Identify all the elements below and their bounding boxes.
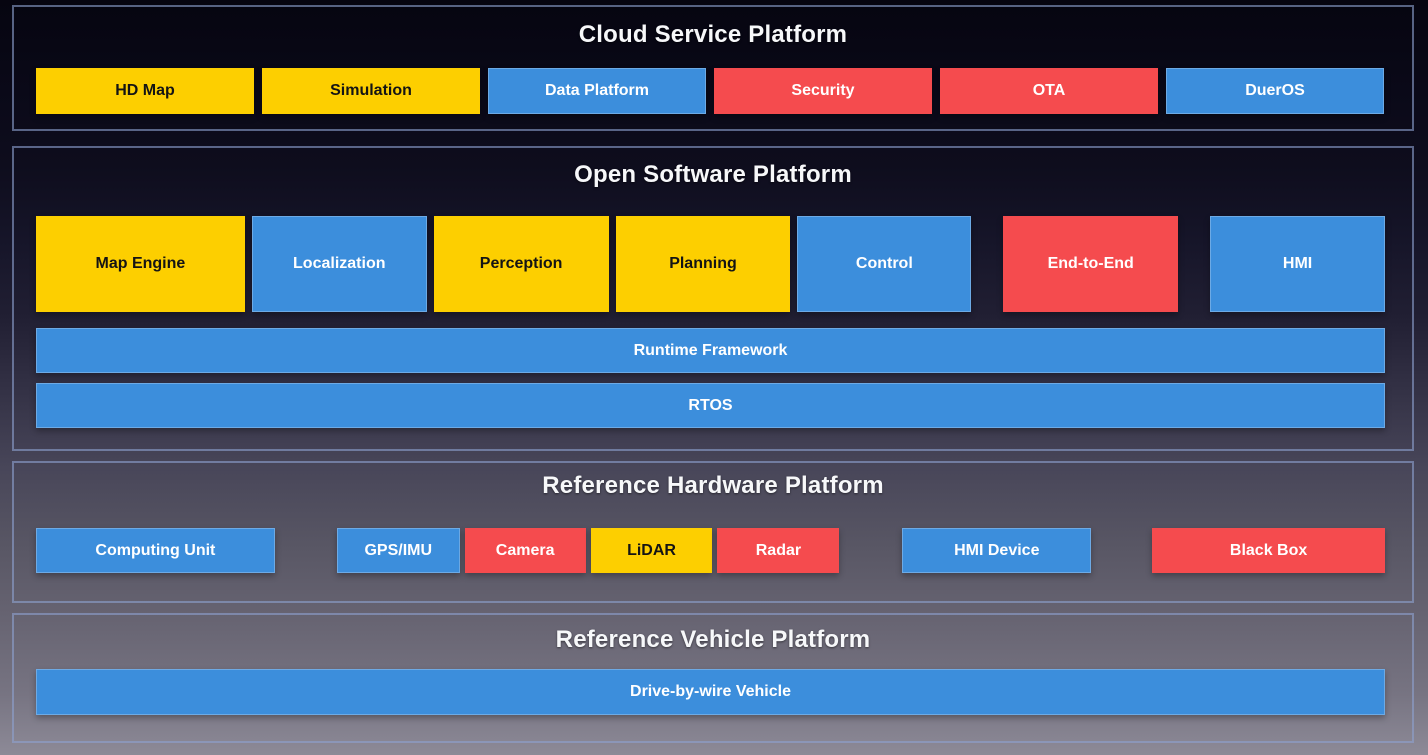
block-drive-by-wire-vehicle: Drive-by-wire Vehicle bbox=[36, 669, 1385, 715]
block-radar: Radar bbox=[717, 528, 840, 573]
block-runtime-framework: Runtime Framework bbox=[36, 328, 1385, 373]
block-end-to-end: End-to-End bbox=[1003, 216, 1179, 312]
reference-vehicle-platform-title: Reference Vehicle Platform bbox=[555, 626, 871, 653]
block-hmi-device: HMI Device bbox=[902, 528, 1092, 573]
block-hmi: HMI bbox=[1210, 216, 1385, 312]
block-planning: Planning bbox=[615, 216, 791, 312]
block-dueros: DuerOS bbox=[1166, 68, 1384, 114]
reference-vehicle-platform-panel: Reference Vehicle Platform Drive-by-wire… bbox=[12, 613, 1414, 743]
block-gps-imu: GPS/IMU bbox=[336, 528, 460, 573]
block-simulation: Simulation bbox=[262, 68, 480, 114]
cloud-service-platform-title: Cloud Service Platform bbox=[578, 21, 848, 48]
block-control: Control bbox=[797, 216, 972, 312]
block-lidar: LiDAR bbox=[590, 528, 713, 573]
block-computing-unit: Computing Unit bbox=[36, 528, 275, 573]
block-map-engine: Map Engine bbox=[36, 216, 245, 312]
open-software-platform-title: Open Software Platform bbox=[574, 161, 852, 188]
block-camera: Camera bbox=[464, 528, 586, 573]
vehicle-base-layer: Drive-by-wire Vehicle bbox=[36, 669, 1385, 715]
block-data-platform: Data Platform bbox=[488, 68, 706, 114]
block-localization: Localization bbox=[251, 216, 427, 312]
block-hd-map: HD Map bbox=[36, 68, 254, 114]
block-black-box: Black Box bbox=[1152, 528, 1385, 573]
reference-hardware-platform-title: Reference Hardware Platform bbox=[542, 472, 884, 499]
block-ota: OTA bbox=[940, 68, 1158, 114]
reference-hardware-platform-panel: Reference Hardware Platform Computing Un… bbox=[12, 461, 1414, 603]
block-perception: Perception bbox=[433, 216, 609, 312]
block-security: Security bbox=[714, 68, 932, 114]
block-rtos: RTOS bbox=[36, 383, 1385, 428]
